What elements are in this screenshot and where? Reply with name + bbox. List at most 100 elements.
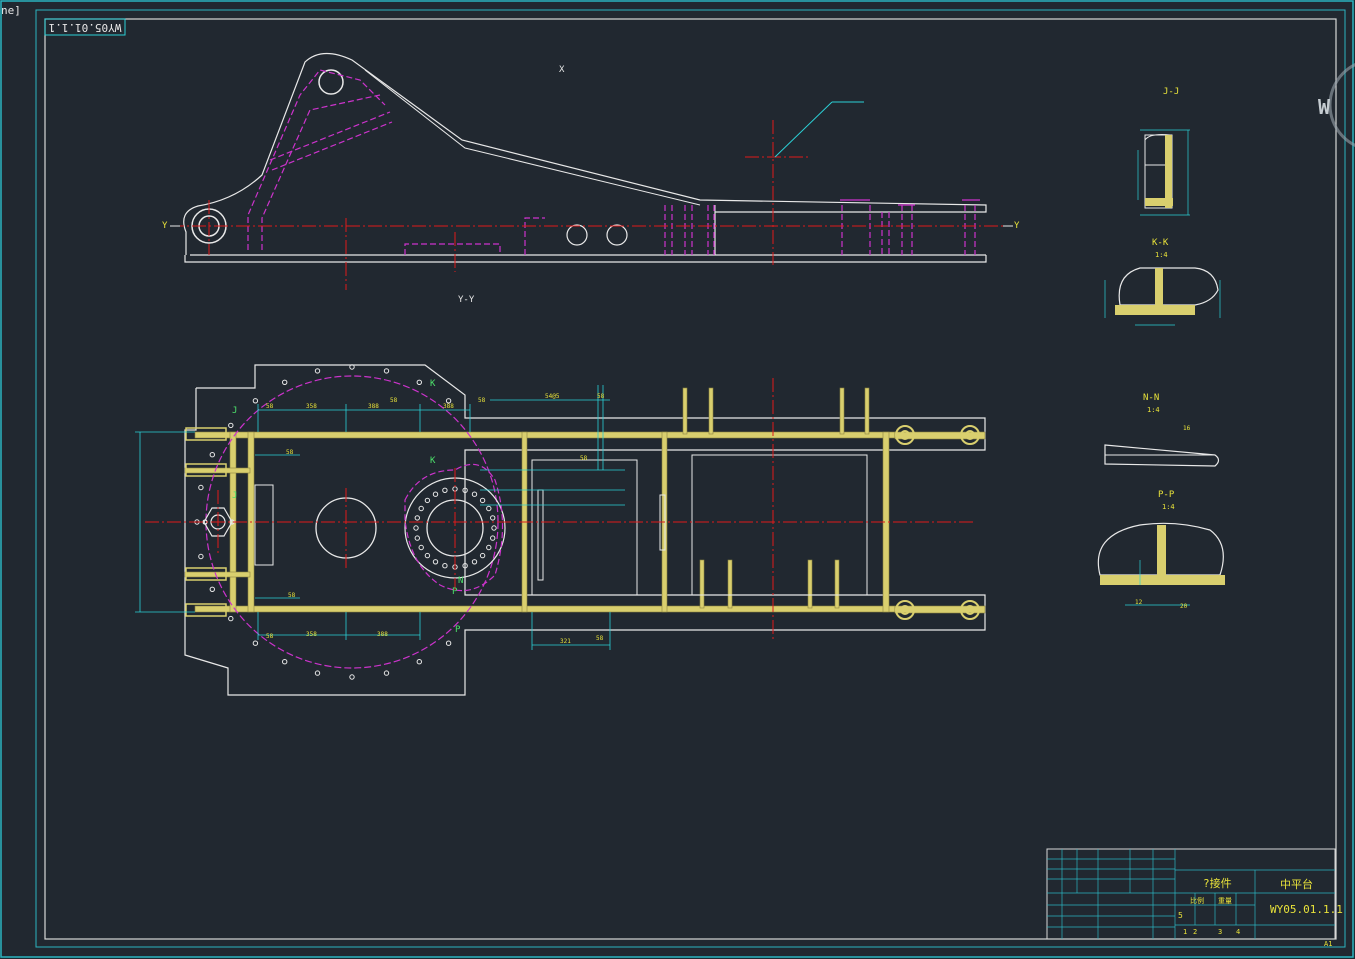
- y-marker-right: Y: [1014, 221, 1020, 231]
- bolt-hole: [445, 398, 452, 404]
- dim-358-b: 358: [306, 631, 317, 638]
- bolt-hole: [209, 586, 216, 592]
- bolt-hole: [252, 640, 259, 646]
- title-ratio-label: 比例: [1190, 896, 1204, 905]
- inner-bolt-hole: [432, 559, 439, 565]
- dim-20: 20: [1180, 603, 1188, 610]
- section-nn[interactable]: N-N 1:4 16: [1104, 393, 1220, 467]
- title-qty: 5: [1178, 911, 1183, 920]
- lightening-hole-1: [566, 224, 588, 246]
- ear-pins: [895, 425, 980, 620]
- dim-58-g: 58: [266, 633, 274, 640]
- section-nn-label: N-N: [1143, 393, 1159, 403]
- marker-j-bottom: J: [232, 491, 237, 501]
- bolt-hole: [314, 670, 321, 676]
- dim-58-h: 58: [580, 455, 588, 462]
- inner-bolt-hole: [486, 544, 492, 551]
- section-kk-label: K-K: [1152, 238, 1169, 248]
- title-block[interactable]: ?接件 中平台 WY05.01.1.1 比例 重量 5 A1 1 2 3 4: [1046, 848, 1343, 948]
- title-weight-label: 重量: [1218, 897, 1232, 905]
- bolt-hole: [228, 615, 234, 622]
- section-pp-label: P-P: [1158, 490, 1175, 500]
- title-part-name: 中平台: [1280, 877, 1313, 891]
- dim-58-i: 58: [596, 635, 604, 642]
- bolt-hole-ring: [194, 364, 452, 680]
- elevation-view[interactable]: X Y-Y Y Y: [162, 52, 1020, 305]
- dim-58-a: 58: [266, 403, 274, 410]
- inner-bolt-hole: [424, 497, 431, 504]
- marker-k-top: K: [430, 379, 436, 389]
- sheet-outer-frame: [35, 9, 1346, 948]
- dim-58-c: 58: [478, 397, 486, 404]
- inner-bolt-hole: [442, 487, 448, 493]
- inner-bolt-hole: [414, 535, 420, 541]
- title-small-3: 3: [1218, 928, 1222, 936]
- marker-p-top: P: [452, 587, 458, 597]
- watermark: W: [1318, 63, 1355, 147]
- bolt-hole: [198, 553, 204, 560]
- title-part-type: ?接件: [1203, 877, 1232, 890]
- dim-16: 16: [1183, 425, 1191, 432]
- dim-388-c: 388: [377, 631, 388, 638]
- dim-388-a: 388: [368, 403, 379, 410]
- frame-members: [184, 387, 986, 614]
- inner-bolt-hole: [462, 563, 468, 569]
- hinge-lugs: [185, 427, 227, 617]
- lightening-hole-2: [606, 224, 628, 246]
- section-kk[interactable]: K-K 1:4: [1104, 238, 1221, 326]
- bolt-hole: [383, 670, 390, 676]
- section-jj[interactable]: J-J: [1137, 87, 1190, 216]
- inner-bolt-hole: [424, 552, 431, 559]
- view-label-yy: Y-Y: [458, 295, 475, 305]
- inner-bolt-hole: [418, 505, 424, 512]
- bolt-hole: [252, 398, 259, 404]
- inner-bolt-hole: [471, 559, 478, 565]
- marker-p-bottom: P: [455, 625, 461, 635]
- inner-bolt-hole: [462, 487, 468, 493]
- inner-bolt-hole: [413, 525, 419, 531]
- dim-58-e: 58: [286, 449, 294, 456]
- bolt-hole: [282, 659, 288, 665]
- plan-dimensions: [135, 385, 625, 650]
- bolt-hole: [383, 368, 390, 374]
- elevation-centerlines: [170, 120, 1010, 290]
- elevation-hidden-lines: [247, 69, 976, 255]
- internal-members: [254, 454, 868, 596]
- inner-bolt-hole: [490, 515, 496, 521]
- dim-321: 321: [560, 638, 571, 645]
- dim-58-b: 58: [390, 397, 398, 404]
- title-small-2: 2: [1193, 928, 1197, 936]
- rotated-code-text: WY05.01.1.1: [49, 21, 122, 34]
- section-kk-scale: 1:4: [1155, 251, 1168, 259]
- inner-bolt-hole: [442, 563, 448, 569]
- bolt-hole: [416, 659, 422, 665]
- marker-k-bottom: K: [430, 456, 436, 466]
- bolt-hole: [349, 674, 355, 680]
- inner-bolt-hole: [414, 515, 420, 521]
- title-small-1: 1: [1183, 928, 1187, 936]
- marker-n: N: [458, 576, 463, 586]
- title-drawing-no: WY05.01.1.1: [1270, 903, 1343, 916]
- inner-bolt-hole: [486, 505, 492, 512]
- inner-bolt-hole: [479, 497, 486, 504]
- section-nn-scale: 1:4: [1147, 406, 1160, 414]
- bolt-hole: [228, 422, 234, 429]
- dim-58-f: 58: [288, 592, 296, 599]
- plan-view[interactable]: 58 358 388 58 388 58 54@5 58 58 58 58 35…: [135, 364, 986, 696]
- dim-58-d: 58: [597, 393, 605, 400]
- dim-5485: 54@5: [545, 393, 560, 400]
- bolt-hole: [349, 364, 355, 370]
- inner-bolt-hole: [490, 535, 496, 541]
- section-pp[interactable]: P-P 1:4 12 20: [1097, 490, 1225, 610]
- section-jj-label: J-J: [1163, 87, 1179, 97]
- bolt-hole: [416, 379, 422, 385]
- dim-12: 12: [1135, 599, 1143, 606]
- bolt-hole: [314, 368, 321, 374]
- title-small-4: 4: [1236, 928, 1240, 936]
- title-sheet-size: A1: [1324, 940, 1332, 948]
- weld-leader: [774, 101, 864, 158]
- inner-bolt-hole: [432, 491, 439, 497]
- sheet-inner-frame: [44, 18, 1337, 940]
